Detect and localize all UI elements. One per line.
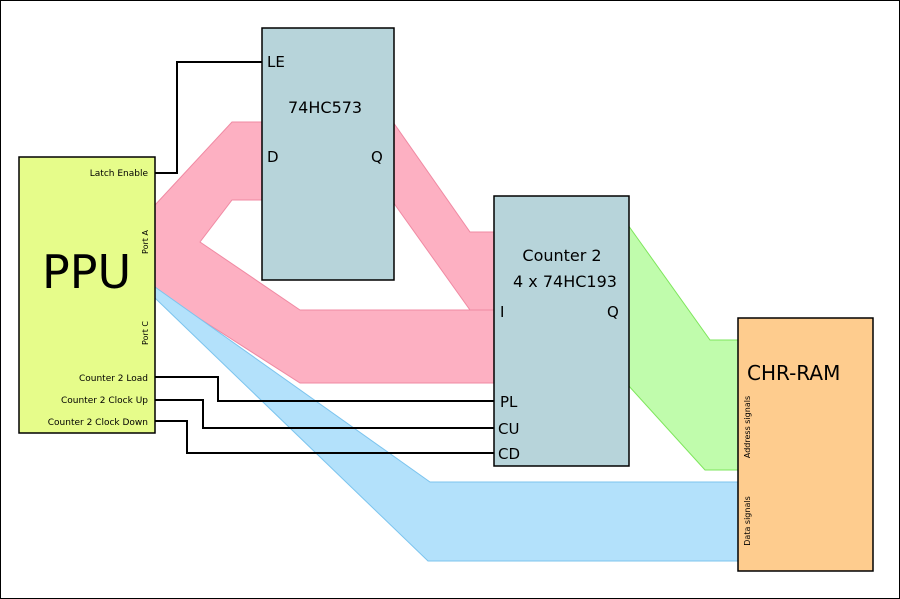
port-c-label: Port C	[141, 321, 150, 345]
latch-enable-label: Latch Enable	[90, 169, 149, 179]
counter-pl-pin: PL	[500, 393, 518, 411]
counter2-load-wire	[155, 376, 497, 402]
counter2-clock-up-label: Counter 2 Clock Up	[61, 396, 148, 406]
ppu-block	[18, 156, 156, 434]
counter-q-pin: Q	[607, 303, 619, 321]
counter-cu-pin: CU	[498, 420, 519, 438]
address-signals-label: Address signals	[743, 396, 752, 458]
ppu-title: PPU	[42, 245, 131, 299]
counter2-load-label: Counter 2 Load	[79, 374, 148, 384]
latch-enable-wire	[155, 61, 262, 174]
counter-block	[493, 195, 630, 467]
port-a-label: Port A	[141, 230, 150, 254]
latch-le-pin: LE	[267, 53, 285, 71]
chr-ram-title: CHR-RAM	[747, 361, 840, 385]
latch-d-pin: D	[267, 148, 279, 166]
port-a-bus	[154, 121, 498, 384]
data-signals-label: Data signals	[743, 496, 752, 545]
latch-block	[261, 27, 395, 281]
latch-q-pin: Q	[371, 148, 383, 166]
counter-title-line1: Counter 2	[522, 246, 601, 265]
chr-ram-block	[737, 317, 874, 572]
counter2-clock-down-wire	[155, 420, 497, 454]
counter2-clock-up-wire	[155, 399, 497, 429]
counter-cd-pin: CD	[498, 445, 520, 463]
latch-title: 74HC573	[288, 98, 362, 117]
counter2-clock-down-label: Counter 2 Clock Down	[48, 418, 148, 428]
counter-i-pin: I	[500, 303, 504, 321]
counter-title-line2: 4 x 74HC193	[513, 272, 617, 291]
